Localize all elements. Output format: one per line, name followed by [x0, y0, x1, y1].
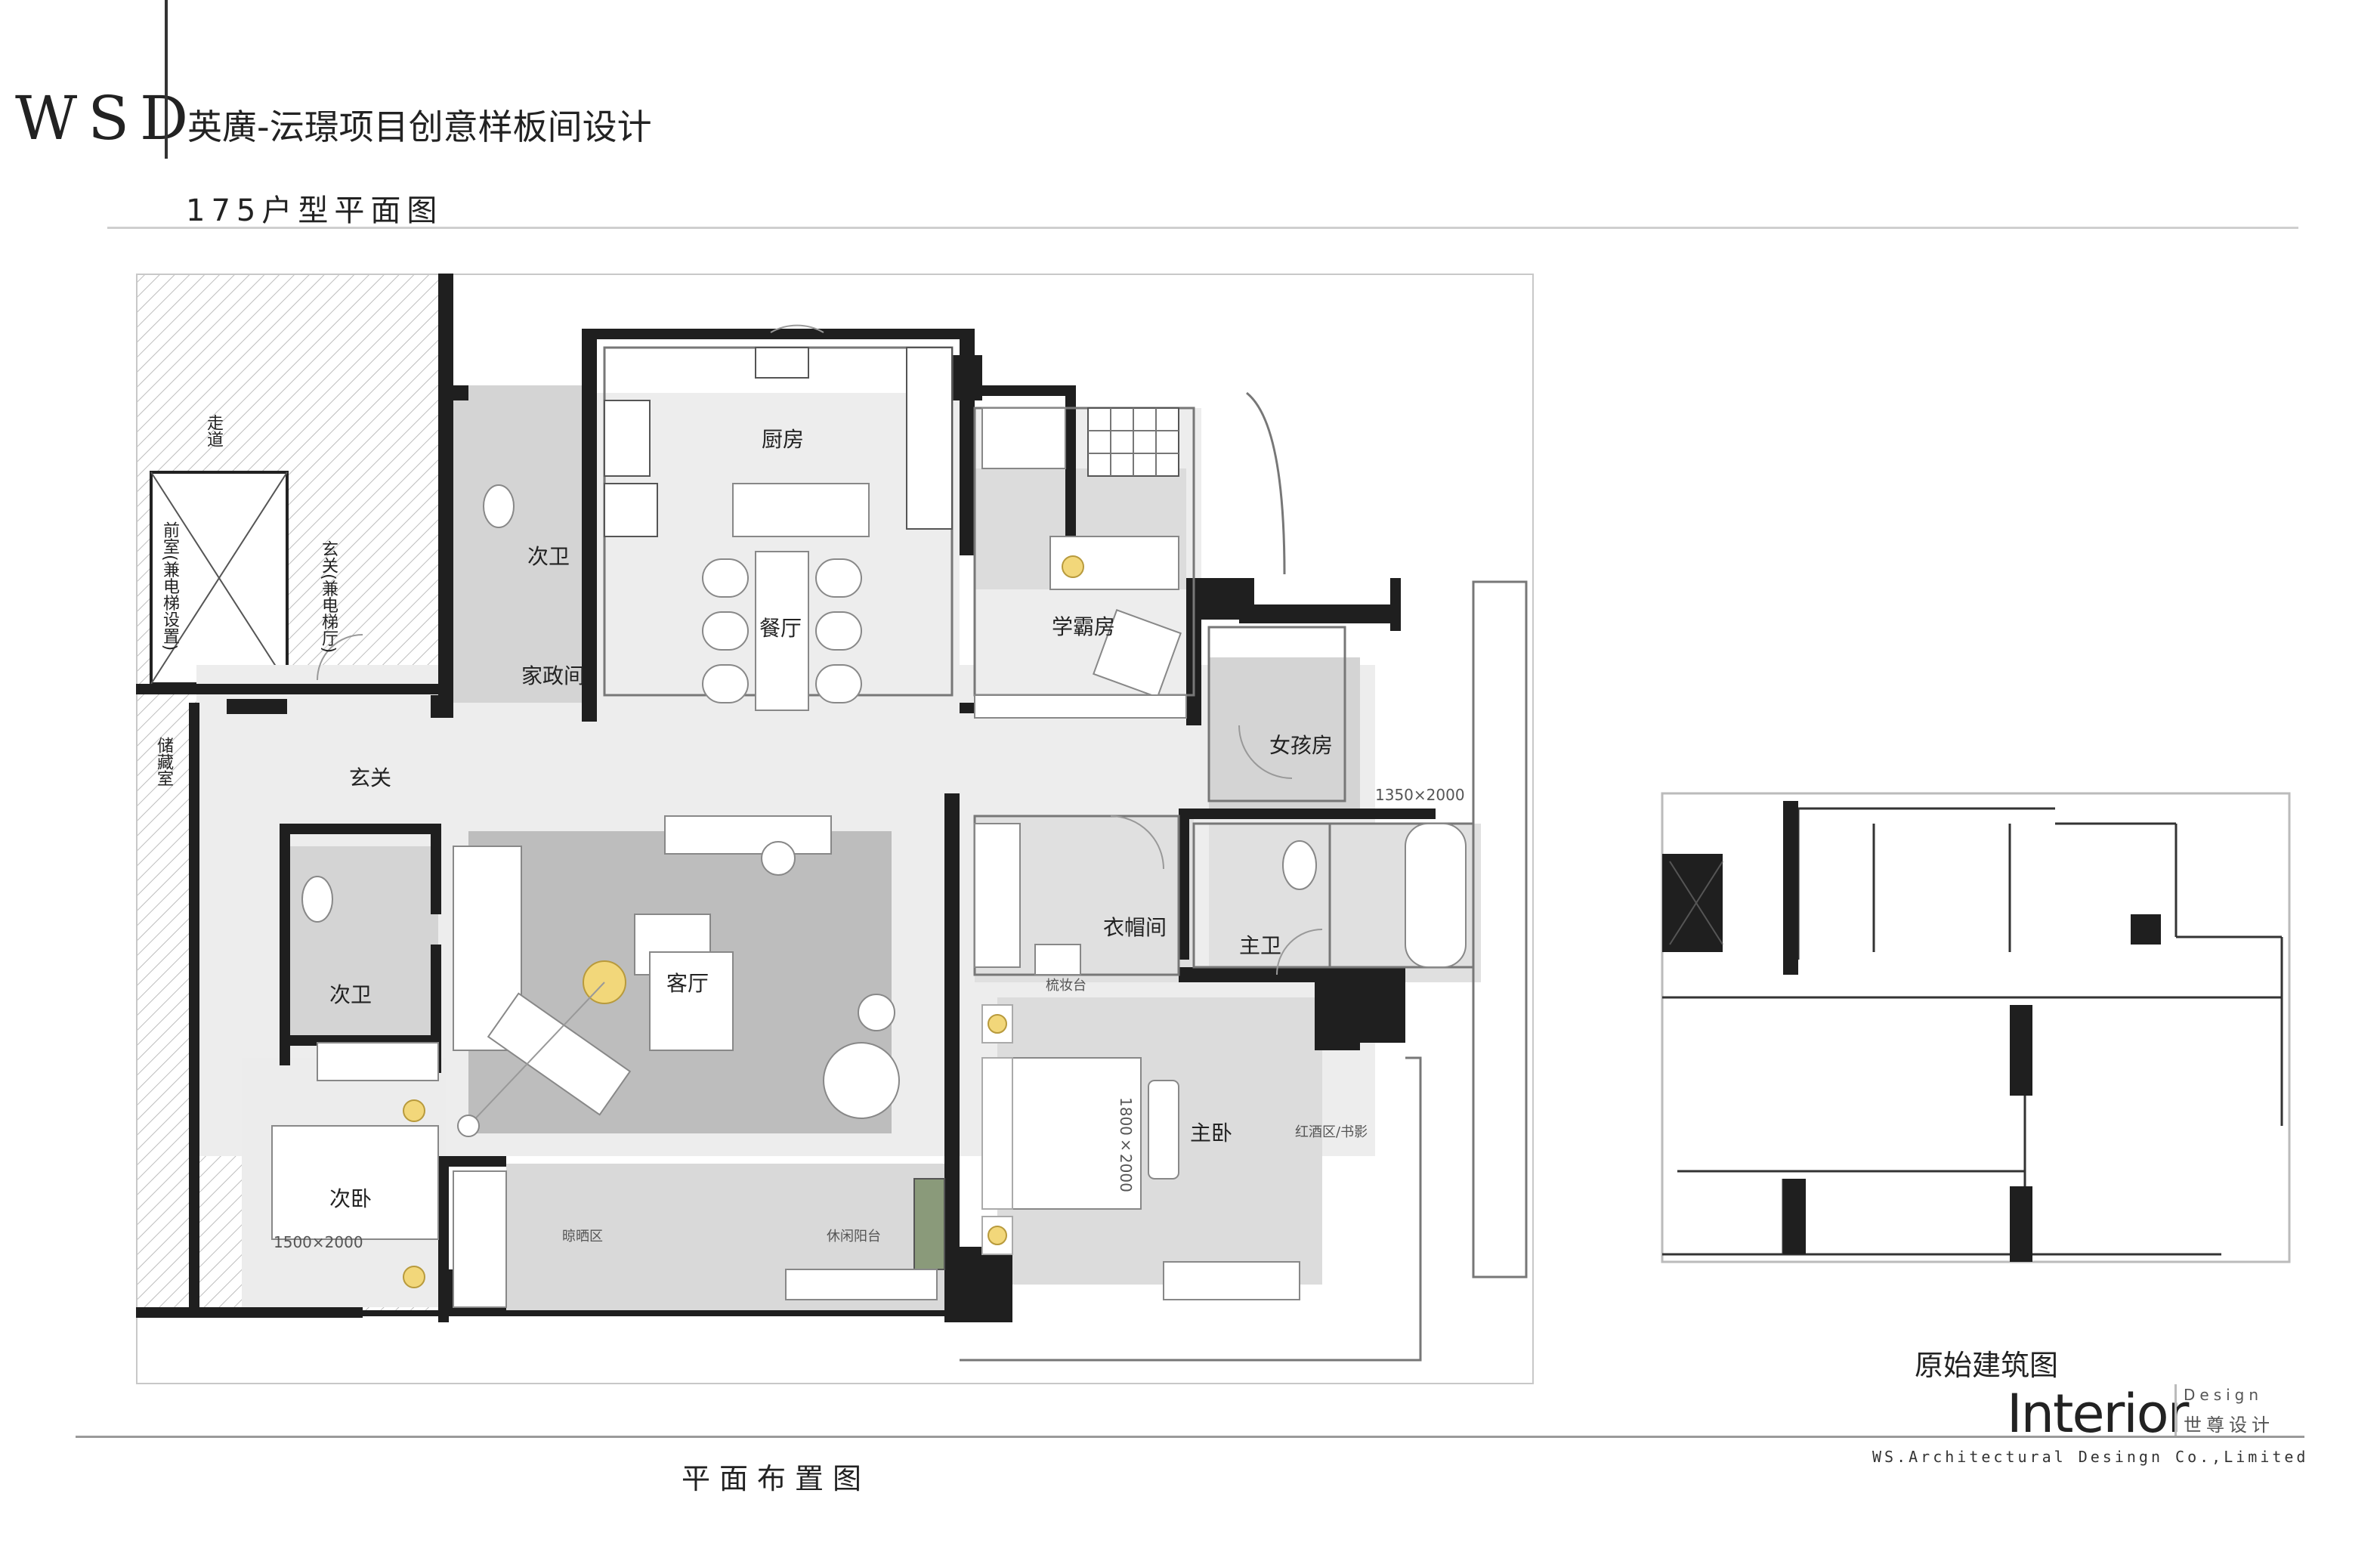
- unit-subtitle: 175户型平面图: [186, 193, 444, 228]
- floor-plan-caption: 平面布置图: [682, 1462, 871, 1495]
- planters: [913, 1178, 945, 1270]
- original-plan-drawing: [1661, 792, 2291, 1263]
- footer-rule: [76, 1436, 2304, 1438]
- floor-plan-frame: [136, 274, 1534, 1384]
- label-master-bath: 主卫: [1239, 933, 1282, 958]
- brand-design-word: Design: [2184, 1386, 2264, 1404]
- label-study: 学霸房: [1052, 614, 1116, 639]
- bathtub: [1405, 823, 1467, 968]
- label-foyer: 玄关: [349, 765, 392, 790]
- second-bed: [271, 1125, 439, 1240]
- label-housekeeping: 家政间: [521, 663, 586, 688]
- project-title: 英廣-沄璟项目创意样板间设计: [187, 107, 652, 147]
- label-girl-bed-size: 1350×2000: [1375, 786, 1465, 804]
- label-second-bed-size: 1500×2000: [274, 1233, 363, 1251]
- original-plan-caption: 原始建筑图: [1915, 1349, 2059, 1382]
- label-makeup: 梳妆台: [1046, 978, 1086, 994]
- label-guest-bath-left: 次卫: [329, 982, 372, 1007]
- label-guest-bath-top: 次卫: [527, 544, 570, 569]
- label-dining: 餐厅: [759, 616, 802, 641]
- label-living: 客厅: [666, 971, 709, 996]
- label-master-bed: 主卧: [1190, 1121, 1233, 1146]
- kitchen-island: [732, 483, 870, 537]
- label-laundry-area: 晾晒区: [562, 1229, 603, 1244]
- label-leisure-balcony: 休闲阳台: [827, 1229, 881, 1244]
- header-divider: [165, 0, 168, 159]
- label-elevator-note: 前室(兼电梯设置): [160, 521, 179, 651]
- dining-table: [755, 551, 809, 711]
- label-entrance-hall: 玄关(兼电梯厅): [319, 540, 338, 654]
- label-second-bed: 次卧: [329, 1186, 372, 1211]
- brand-name: Interior: [2007, 1383, 2189, 1445]
- label-storage: 储藏室: [154, 737, 173, 787]
- label-wine-area: 红酒区/书影: [1295, 1124, 1368, 1140]
- header-rule: [107, 227, 2298, 229]
- master-bed: [1012, 1057, 1142, 1210]
- brand-divider: [2174, 1384, 2177, 1437]
- label-closet: 衣帽间: [1103, 915, 1167, 940]
- label-girl-room: 女孩房: [1269, 733, 1334, 758]
- label-corridor: 走道: [204, 414, 223, 447]
- label-master-bed-size: 1800×2000: [1117, 1097, 1135, 1192]
- company-name: WS.Architectural Desingn Co.,Limited: [1872, 1448, 2309, 1466]
- wsd-logo: WSD: [15, 83, 199, 153]
- label-kitchen: 厨房: [762, 427, 805, 452]
- brand-chinese-name: 世尊设计: [2184, 1415, 2274, 1436]
